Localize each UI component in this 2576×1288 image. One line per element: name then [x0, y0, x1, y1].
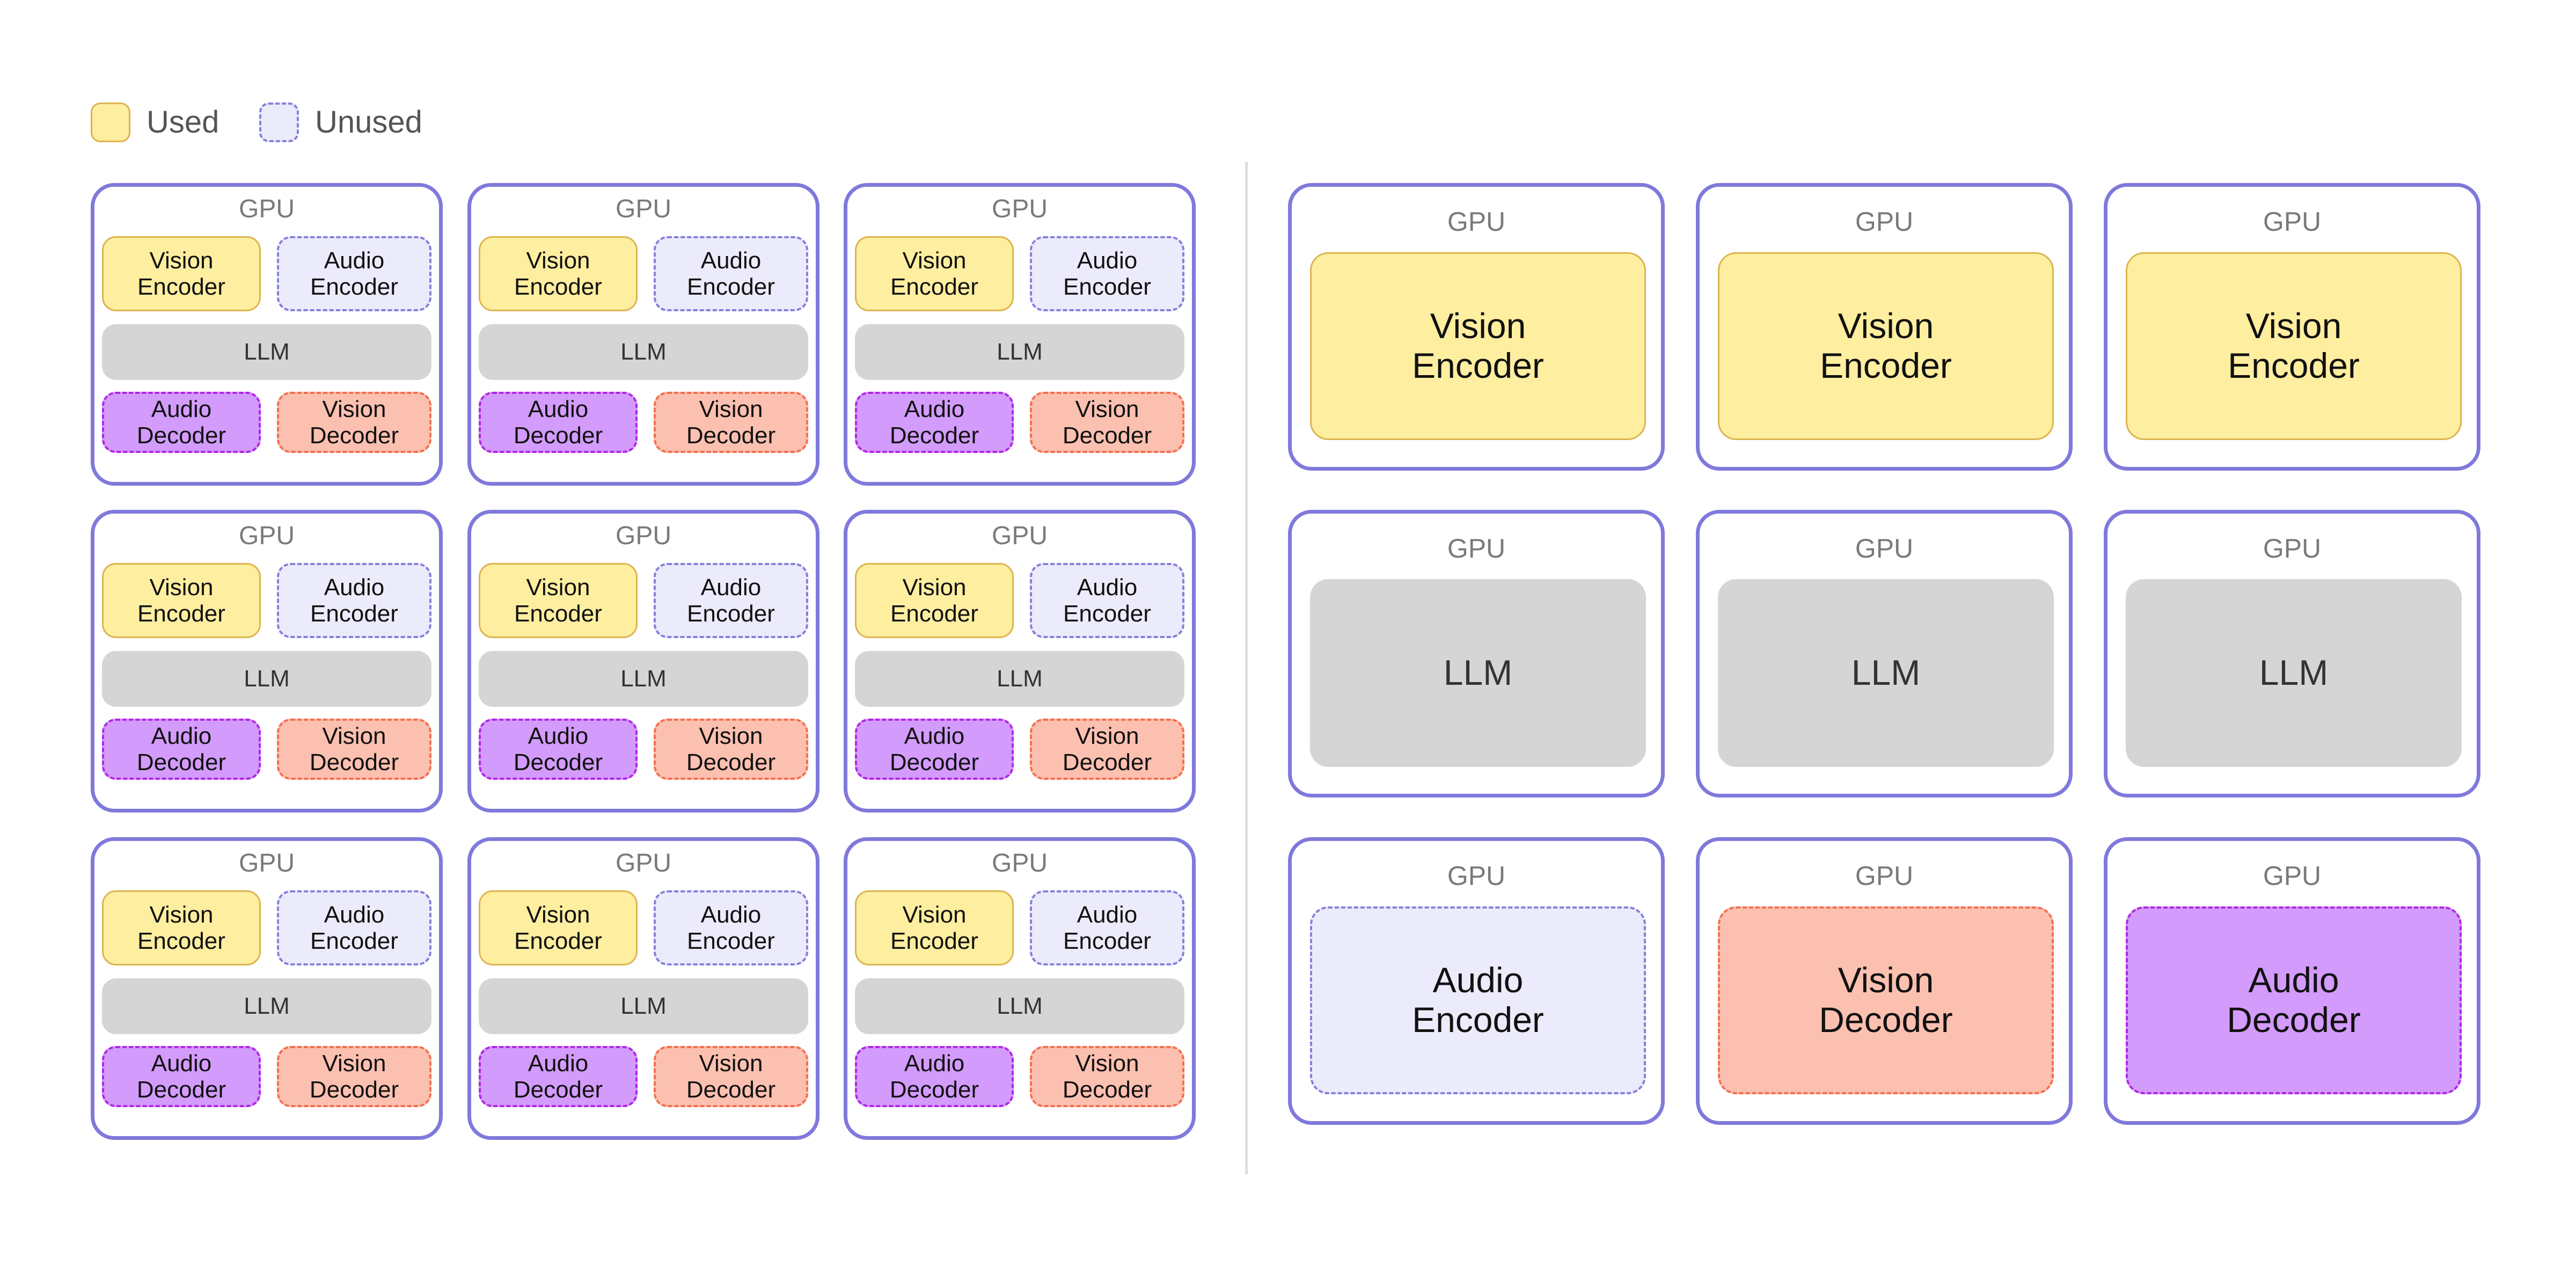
vision-decoder-block: Vision Decoder: [654, 1046, 808, 1107]
llm-block: LLM: [855, 651, 1184, 707]
gpu-label: GPU: [238, 522, 295, 550]
vision-decoder-block: Vision Decoder: [277, 1046, 431, 1107]
gpu-label: GPU: [238, 195, 295, 223]
gpu-card: GPU Vision Encoder: [1288, 183, 1665, 471]
audio-decoder-block: Audio Decoder: [855, 1046, 1014, 1107]
gpu-label: GPU: [615, 849, 671, 877]
vision-decoder-block: Vision Decoder: [1718, 906, 2054, 1094]
audio-encoder-block: Audio Encoder: [1030, 563, 1184, 638]
audio-encoder-block: Audio Encoder: [277, 236, 431, 311]
vision-encoder-block: Vision Encoder: [1718, 252, 2054, 440]
audio-decoder-block: Audio Decoder: [2126, 906, 2462, 1094]
gpu-label: GPU: [1855, 861, 1914, 891]
legend-unused-label: Unused: [315, 105, 422, 140]
gpu-card: GPU Audio Encoder: [1288, 837, 1665, 1125]
gpu-card: GPU Vision Encoder: [1696, 183, 2073, 471]
gpu-card: GPU LLM: [2104, 510, 2480, 797]
llm-block: LLM: [102, 978, 431, 1034]
gpu-card: GPU Vision Decoder: [1696, 837, 2073, 1125]
vision-decoder-block: Vision Decoder: [1030, 719, 1184, 780]
audio-encoder-block: Audio Encoder: [654, 563, 808, 638]
audio-decoder-block: Audio Decoder: [479, 392, 638, 453]
gpu-label: GPU: [2263, 533, 2322, 564]
llm-block: LLM: [855, 324, 1184, 380]
audio-encoder-block: Audio Encoder: [1030, 890, 1184, 965]
vision-encoder-block: Vision Encoder: [1310, 252, 1646, 440]
audio-decoder-block: Audio Decoder: [479, 1046, 638, 1107]
audio-encoder-block: Audio Encoder: [277, 890, 431, 965]
vision-encoder-block: Vision Encoder: [479, 563, 638, 638]
gpu-label: GPU: [615, 522, 671, 550]
vision-decoder-block: Vision Decoder: [1030, 392, 1184, 453]
llm-block: LLM: [479, 978, 808, 1034]
gpu-label: GPU: [991, 849, 1048, 877]
audio-decoder-block: Audio Decoder: [479, 719, 638, 780]
audio-decoder-block: Audio Decoder: [102, 719, 261, 780]
vision-decoder-block: Vision Decoder: [654, 392, 808, 453]
vision-encoder-block: Vision Encoder: [2126, 252, 2462, 440]
vision-encoder-block: Vision Encoder: [479, 890, 638, 965]
gpu-label: GPU: [1855, 207, 1914, 237]
vision-encoder-block: Vision Encoder: [855, 890, 1014, 965]
gpu-label: GPU: [2263, 207, 2322, 237]
vision-encoder-block: Vision Encoder: [102, 563, 261, 638]
audio-decoder-block: Audio Decoder: [102, 1046, 261, 1107]
llm-block: LLM: [2126, 579, 2462, 767]
audio-decoder-block: Audio Decoder: [855, 392, 1014, 453]
vision-decoder-block: Vision Decoder: [654, 719, 808, 780]
llm-block: LLM: [855, 978, 1184, 1034]
llm-block: LLM: [102, 651, 431, 707]
llm-block: LLM: [102, 324, 431, 380]
gpu-card: GPU LLM: [1696, 510, 2073, 797]
gpu-card: GPU LLM: [1288, 510, 1665, 797]
audio-encoder-block: Audio Encoder: [654, 890, 808, 965]
vision-encoder-block: Vision Encoder: [855, 563, 1014, 638]
legend-used-swatch: [91, 103, 130, 142]
gpu-label: GPU: [1447, 207, 1506, 237]
gpu-label: GPU: [2263, 861, 2322, 891]
gpu-label: GPU: [991, 522, 1048, 550]
gpu-label: GPU: [1447, 861, 1506, 891]
llm-block: LLM: [1310, 579, 1646, 767]
audio-encoder-block: Audio Encoder: [1310, 906, 1646, 1094]
gpu-label: GPU: [991, 195, 1048, 223]
vision-decoder-block: Vision Decoder: [277, 392, 431, 453]
gpu-card: GPU Vision Encoder: [2104, 183, 2480, 471]
gpu-label: GPU: [1855, 533, 1914, 564]
vision-encoder-block: Vision Encoder: [102, 236, 261, 311]
legend-unused-swatch: [259, 103, 299, 142]
audio-encoder-block: Audio Encoder: [277, 563, 431, 638]
gpu-label: GPU: [615, 195, 671, 223]
audio-decoder-block: Audio Decoder: [855, 719, 1014, 780]
audio-encoder-block: Audio Encoder: [654, 236, 808, 311]
panel-divider: [1245, 162, 1248, 1174]
gpu-label: GPU: [238, 849, 295, 877]
llm-block: LLM: [1718, 579, 2054, 767]
legend-used-label: Used: [147, 105, 219, 140]
audio-decoder-block: Audio Decoder: [102, 392, 261, 453]
vision-decoder-block: Vision Decoder: [277, 719, 431, 780]
vision-encoder-block: Vision Encoder: [479, 236, 638, 311]
vision-encoder-block: Vision Encoder: [855, 236, 1014, 311]
gpu-card: GPU Audio Decoder: [2104, 837, 2480, 1125]
llm-block: LLM: [479, 651, 808, 707]
audio-encoder-block: Audio Encoder: [1030, 236, 1184, 311]
vision-decoder-block: Vision Decoder: [1030, 1046, 1184, 1107]
llm-block: LLM: [479, 324, 808, 380]
vision-encoder-block: Vision Encoder: [102, 890, 261, 965]
gpu-label: GPU: [1447, 533, 1506, 564]
